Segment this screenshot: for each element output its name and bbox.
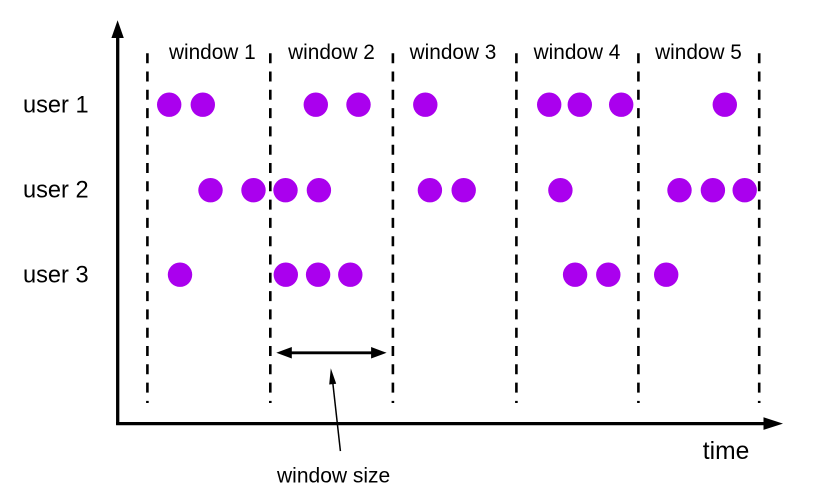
svg-text:window size: window size [276, 465, 390, 488]
svg-text:window 3: window 3 [409, 41, 497, 64]
svg-text:user 1: user 1 [23, 93, 89, 119]
svg-text:time: time [703, 438, 749, 465]
svg-text:window 1: window 1 [168, 41, 256, 64]
svg-text:user 2: user 2 [23, 178, 89, 204]
svg-text:window 2: window 2 [287, 41, 375, 64]
svg-text:window 5: window 5 [654, 41, 742, 64]
svg-text:window 4: window 4 [533, 41, 621, 64]
svg-text:user 3: user 3 [23, 262, 89, 288]
